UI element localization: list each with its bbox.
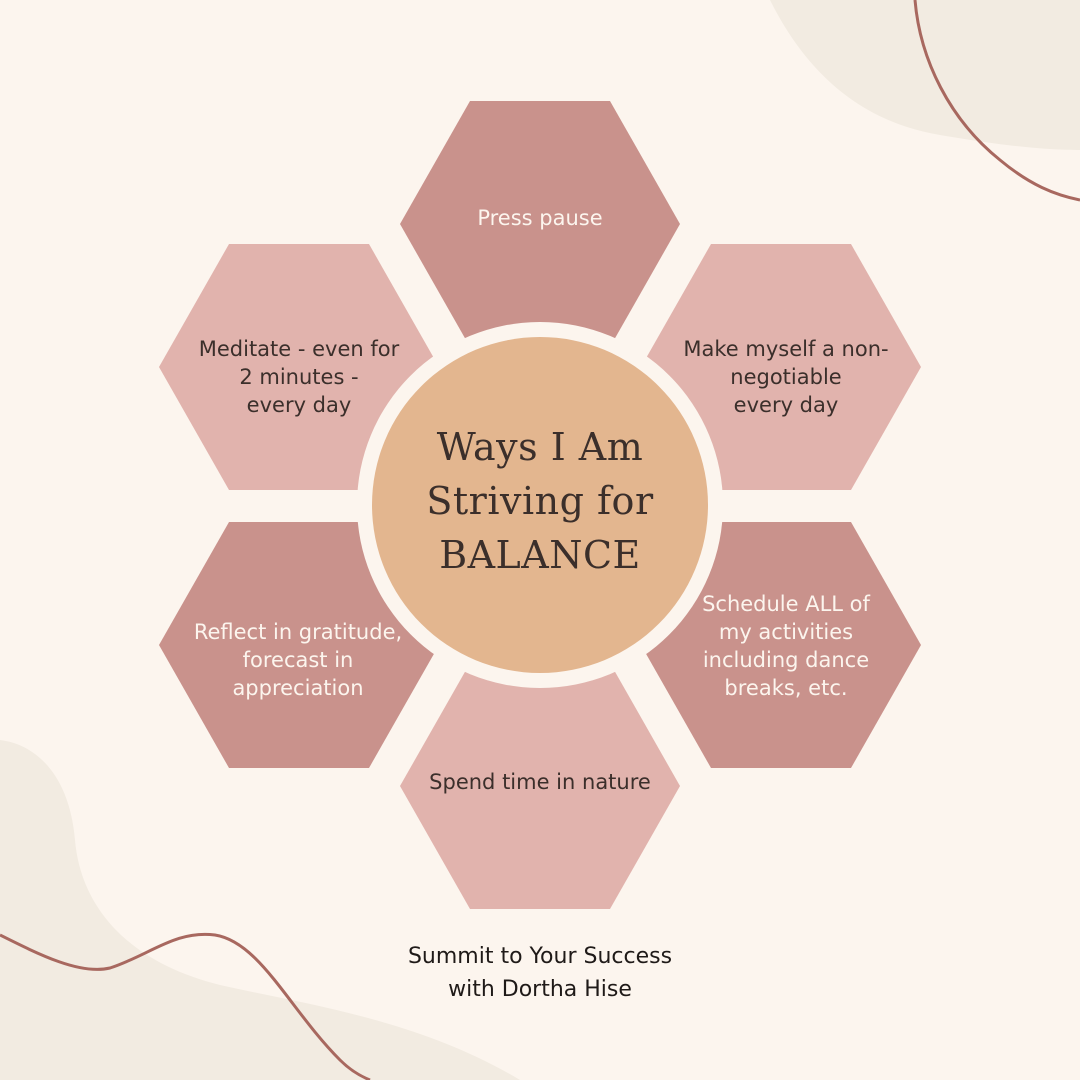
hexagon-upper-right-label: Make myself a non- negotiable every day [683,337,889,417]
hexagon-lower-left [159,522,439,768]
footer-credit: Summit to Your Success with Dortha Hise [407,944,673,1002]
bottom-left-curve-line [0,932,371,1080]
top-right-curve-line [913,0,1080,202]
hexagon-upper-right [641,244,921,490]
hexagon-top-label: Press pause [477,206,603,230]
hexagon-upper-left [159,244,439,490]
hexagon-lower-left-label: Reflect in gratitude, forecast in apprec… [193,620,403,700]
hexagon-lower-right [641,522,921,768]
hexagon-bottom [400,663,680,909]
hexagon-bottom-label: Spend time in nature [429,770,651,794]
bottom-left-blob [0,740,520,1080]
hexagon-top [400,101,680,347]
center-circle [372,337,708,673]
top-right-blob [770,0,1080,150]
hexagon-upper-left-label: Meditate - even for 2 minutes - every da… [198,337,400,417]
center-title: Ways I Am Striving for BALANCE [426,425,654,577]
hexagon-lower-right-label: Schedule ALL of my activities including … [702,592,870,700]
